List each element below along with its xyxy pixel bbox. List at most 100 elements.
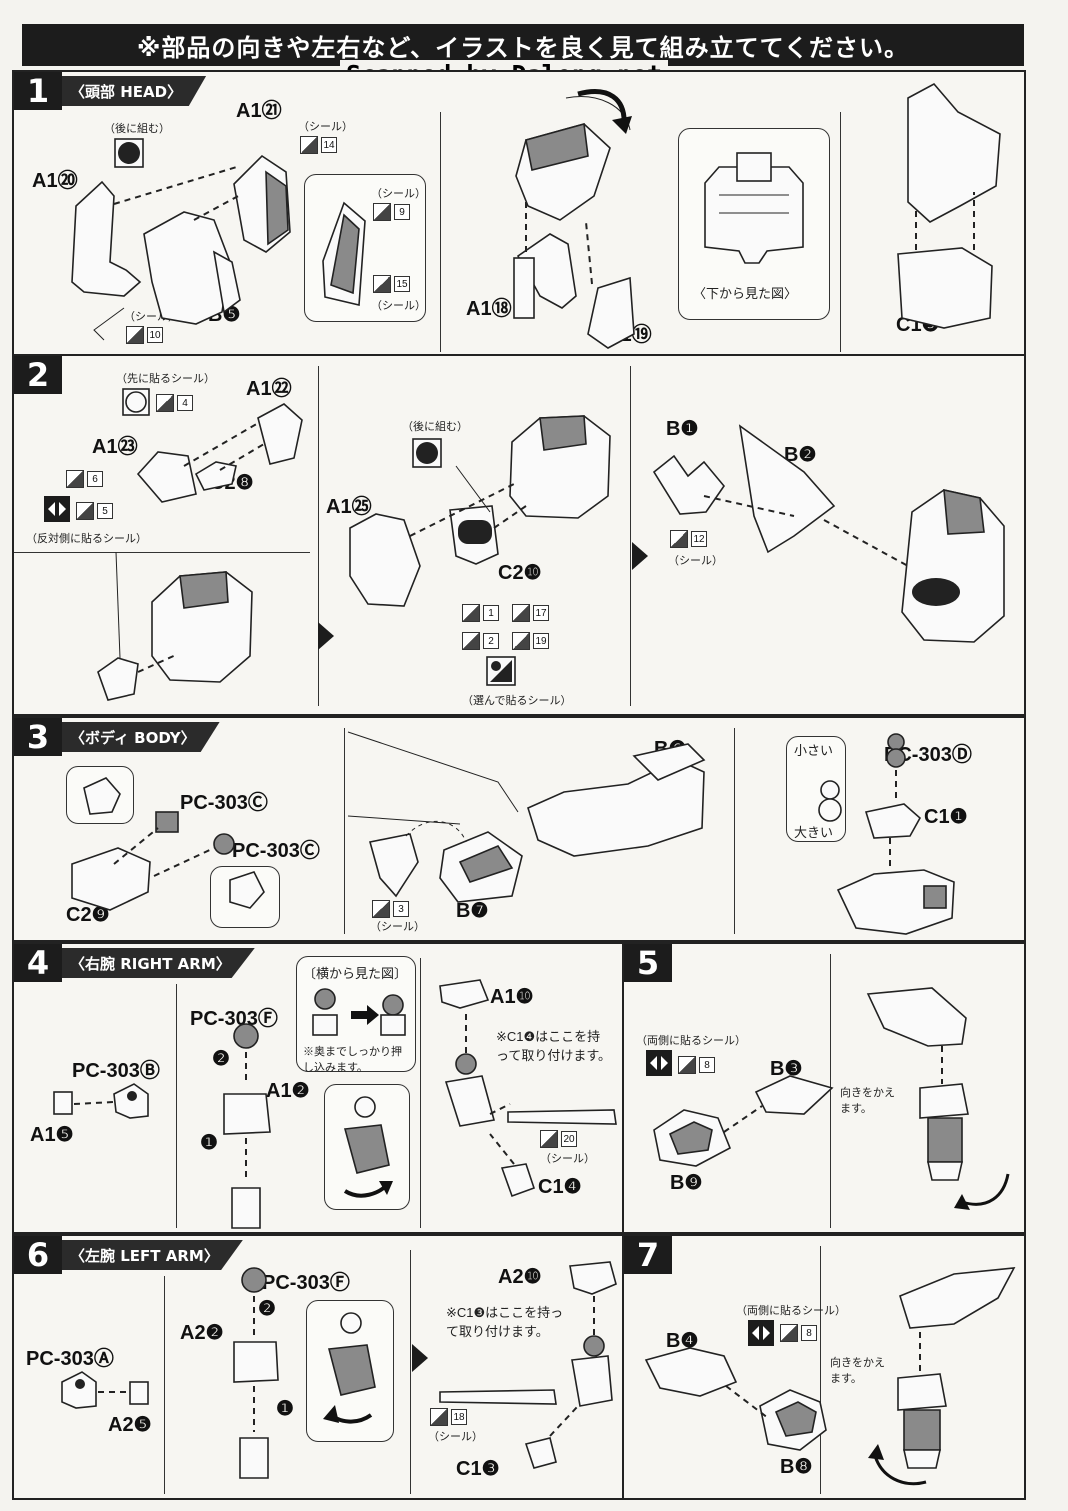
upper-arm-art (233, 1267, 279, 1479)
part-label: A1㉑ (236, 100, 282, 122)
arm-assembled-art (866, 987, 1010, 1210)
seal-note: （シール） (668, 555, 723, 567)
sticker-1: 1 (462, 604, 499, 622)
waist-parts-art (818, 733, 955, 935)
head-final-art (652, 424, 1005, 643)
bottom-view-inset: 〈下から見た図〉 (678, 128, 830, 320)
part-label: B❽ (780, 1456, 813, 1478)
note-attach-back: （後に組む） (104, 123, 170, 135)
step-title: 〈ボディ BODY〉 (62, 722, 220, 752)
divider (318, 366, 319, 706)
part-label: A1❺ (30, 1124, 74, 1146)
seal-note: （シール） (370, 921, 425, 933)
part-label: A1㉒ (246, 378, 292, 400)
step-number: 1 (14, 72, 62, 110)
step-number: 6 (14, 1236, 62, 1274)
sticker-15: 15 (373, 275, 410, 293)
part-label: PC-303Ⓒ (180, 792, 268, 814)
sticker-9: 9 (373, 203, 410, 221)
sticker-17: 17 (512, 604, 549, 622)
torso-joint-art (71, 777, 265, 911)
head-subassembly-art (97, 551, 253, 701)
first-seal-note: （先に貼るシール） (116, 373, 215, 385)
sticker-10: 10 (126, 326, 163, 344)
head-bottom-view (704, 152, 804, 264)
part-label: B❸ (770, 1058, 803, 1080)
part-label: B❼ (456, 900, 489, 922)
part-label: A2❿ (498, 1266, 542, 1288)
divider (440, 112, 441, 352)
step-title: 〈頭部 HEAD〉 (62, 76, 207, 106)
sticker-2: 2 (462, 632, 499, 650)
step-number: 4 (14, 944, 62, 982)
divider (410, 1250, 411, 1494)
shoulder-joint-art (53, 1083, 149, 1119)
sticker-19: 19 (512, 632, 549, 650)
step-1-panel: 1 〈頭部 HEAD〉 A1⑳ A1㉑ B❺ A1⑱ A1⑲ C1❺ （後に組む… (12, 70, 1026, 356)
turn-note: 向きをかえます。 (830, 1357, 885, 1385)
rotate-diagram (323, 1312, 376, 1424)
rotate-arrow-icon (577, 89, 632, 134)
choose-seal-icon (486, 656, 516, 686)
step-6-panel: 6 〈左腕 LEFT ARM〉 PC-303Ⓐ A2❺ PC-303Ⓕ A2❷ … (12, 1234, 624, 1500)
step-4-panel: 4 〈右腕 RIGHT ARM〉 PC-303Ⓑ A1❺ PC-303Ⓕ A1❷… (12, 942, 624, 1234)
part-label: PC-303Ⓐ (26, 1348, 114, 1370)
opposite-seal-note: （反対側に貼るシール） (26, 533, 147, 545)
part-label: A1❿ (490, 986, 534, 1008)
part-label: A2❺ (108, 1414, 152, 1436)
both-sides-seal-note: （両側に貼るシール） (736, 1305, 846, 1317)
rotate-inset (306, 1300, 394, 1442)
part-label: C1❹ (538, 1176, 582, 1198)
sticker-18: 18 (430, 1408, 467, 1426)
head-parts-art (71, 154, 291, 341)
hold-here-note: ※C1❹はここを持って取り付けます。 (496, 1029, 612, 1063)
next-arrow-icon (318, 622, 334, 650)
part-label: C2❾ (66, 904, 110, 926)
instruction-banner: ※部品の向きや左右など、イラストを良く見て組み立ててください。 (22, 24, 1024, 66)
forearm-art (439, 979, 617, 1198)
part-label: A1❷ (266, 1080, 310, 1102)
head-assembled-art (897, 82, 1001, 329)
divider (176, 984, 177, 1228)
part-label: A1⑳ (32, 170, 78, 192)
divider (164, 1276, 165, 1494)
divider (14, 552, 310, 553)
part-label: PC-303Ⓓ (884, 744, 972, 766)
part-label: B❶ (666, 418, 699, 440)
large-note: 大きい (794, 825, 834, 840)
size-guide-inset (786, 736, 846, 842)
rotate-diagram (343, 1096, 393, 1198)
divider (820, 1246, 821, 1494)
push-in-diagram (312, 988, 406, 1036)
seal-note: （シール） (428, 1431, 483, 1443)
divider (734, 728, 735, 934)
divider (830, 954, 831, 1228)
step-number: 7 (624, 1236, 672, 1274)
divider (344, 728, 345, 934)
turn-note: 向きをかえます。 (840, 1087, 895, 1115)
part-label: PC-303Ⓕ (262, 1272, 350, 1294)
bottom-view-caption: 〈下から見た図〉 (693, 286, 798, 301)
part-label: PC-303Ⓒ (232, 840, 320, 862)
part-label: B❷ (784, 444, 817, 466)
step-marker: ❷ (258, 1298, 276, 1320)
part-label: A1㉕ (326, 496, 372, 518)
sticker-3: 3 (372, 900, 409, 918)
step-marker: ❶ (276, 1398, 294, 1420)
step-number: 3 (14, 718, 62, 756)
part-label: B❾ (670, 1172, 703, 1194)
sticker-20: 20 (540, 1130, 577, 1148)
divider (840, 112, 841, 352)
both-sides-seal-note: （両側に貼るシール） (636, 1035, 746, 1047)
arm-armor-art (644, 1347, 827, 1451)
step-marker: ❷ (212, 1048, 230, 1070)
part-label: C2❿ (498, 562, 542, 584)
rotate-inset (324, 1084, 410, 1210)
small-note: 小さい (794, 743, 834, 758)
part-label: C1❸ (456, 1458, 500, 1480)
upper-arm-art (223, 1023, 271, 1229)
push-in-note: ※奥までしっかり押し込みます。 (303, 1046, 402, 1074)
seal-note: （シール） (298, 121, 353, 133)
step-title: 〈右腕 RIGHT ARM〉 (62, 948, 255, 978)
sticker-4: 4 (156, 394, 193, 412)
